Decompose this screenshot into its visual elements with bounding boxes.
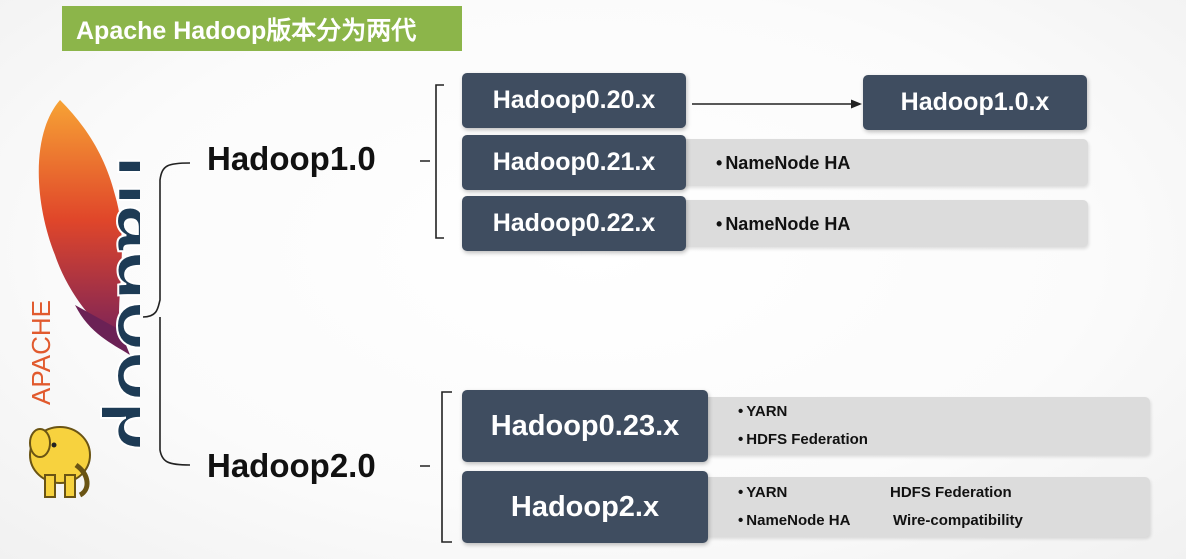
feature-yarn-2-x: YARN bbox=[738, 484, 787, 501]
feature-yarn-0-23: YARN bbox=[738, 403, 787, 420]
generation-label-2: Hadoop2.0 bbox=[207, 447, 376, 484]
version-box-hadoop-0-21: Hadoop0.21.x bbox=[462, 135, 686, 190]
feature-hdfs-federation-2-x: HDFS Federation bbox=[890, 484, 1012, 501]
logo-apache-text: APACHE bbox=[26, 300, 56, 405]
slide-title: Apache Hadoop版本分为两代 bbox=[62, 6, 462, 51]
version-box-hadoop-0-22: Hadoop0.22.x bbox=[462, 196, 686, 251]
version-box-hadoop-2-x: Hadoop2.x bbox=[462, 471, 708, 543]
feature-namenode-ha-2-x: NameNode HA bbox=[738, 512, 850, 529]
version-box-hadoop-0-20: Hadoop0.20.x bbox=[462, 73, 686, 128]
feature-wire-compatibility-2-x: Wire-compatibility bbox=[893, 512, 1023, 529]
feature-hdfs-federation-0-23: HDFS Federation bbox=[738, 431, 868, 448]
version-box-hadoop-1-0: Hadoop1.0.x bbox=[863, 75, 1087, 130]
feature-namenode-ha-0-21: NameNode HA bbox=[716, 153, 850, 174]
generation-label-1: Hadoop1.0 bbox=[207, 140, 376, 177]
version-box-hadoop-0-23: Hadoop0.23.x bbox=[462, 390, 708, 462]
feature-namenode-ha-0-22: NameNode HA bbox=[716, 214, 850, 235]
